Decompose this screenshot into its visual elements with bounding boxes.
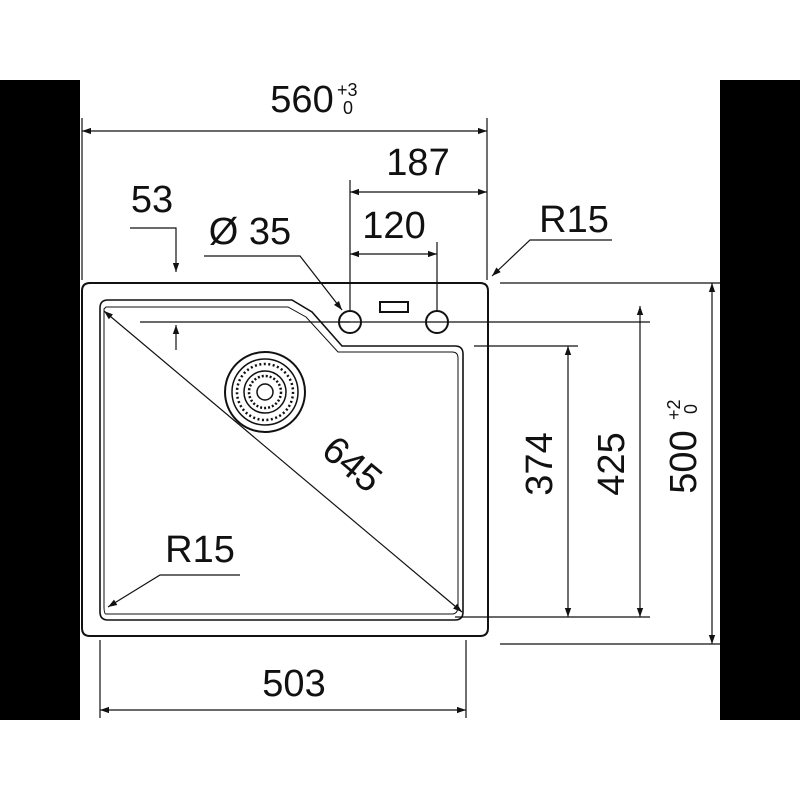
label-560: 560 [270,79,333,121]
label-tap-hole: Ø 35 [209,211,291,253]
label-r15-outer: R15 [539,199,609,241]
label-503: 503 [262,663,325,705]
label-187: 187 [386,142,449,184]
drain-icon [224,351,306,433]
sink-outline [81,282,489,637]
leader-53 [130,227,180,272]
label-425: 425 [591,432,633,495]
label-r15-inner: R15 [165,529,235,571]
label-500-tol-upper: +2 [664,399,684,420]
label-645: 645 [314,428,390,501]
label-560-tol-lower: 0 [343,98,353,118]
label-560-tol-upper: +3 [337,80,358,100]
right-black-bar [720,80,800,720]
label-120: 120 [362,205,425,247]
leader-r15-outer [491,239,612,277]
overflow-slot [379,301,409,313]
leader-r15-inner [107,574,240,608]
label-53: 53 [131,179,173,221]
label-500-tol-lower: 0 [681,404,701,414]
left-black-bar [0,80,80,720]
label-374: 374 [519,432,561,495]
leader-35 [204,255,343,311]
dim-line-645 [103,310,463,613]
label-500: 500 [663,430,705,493]
